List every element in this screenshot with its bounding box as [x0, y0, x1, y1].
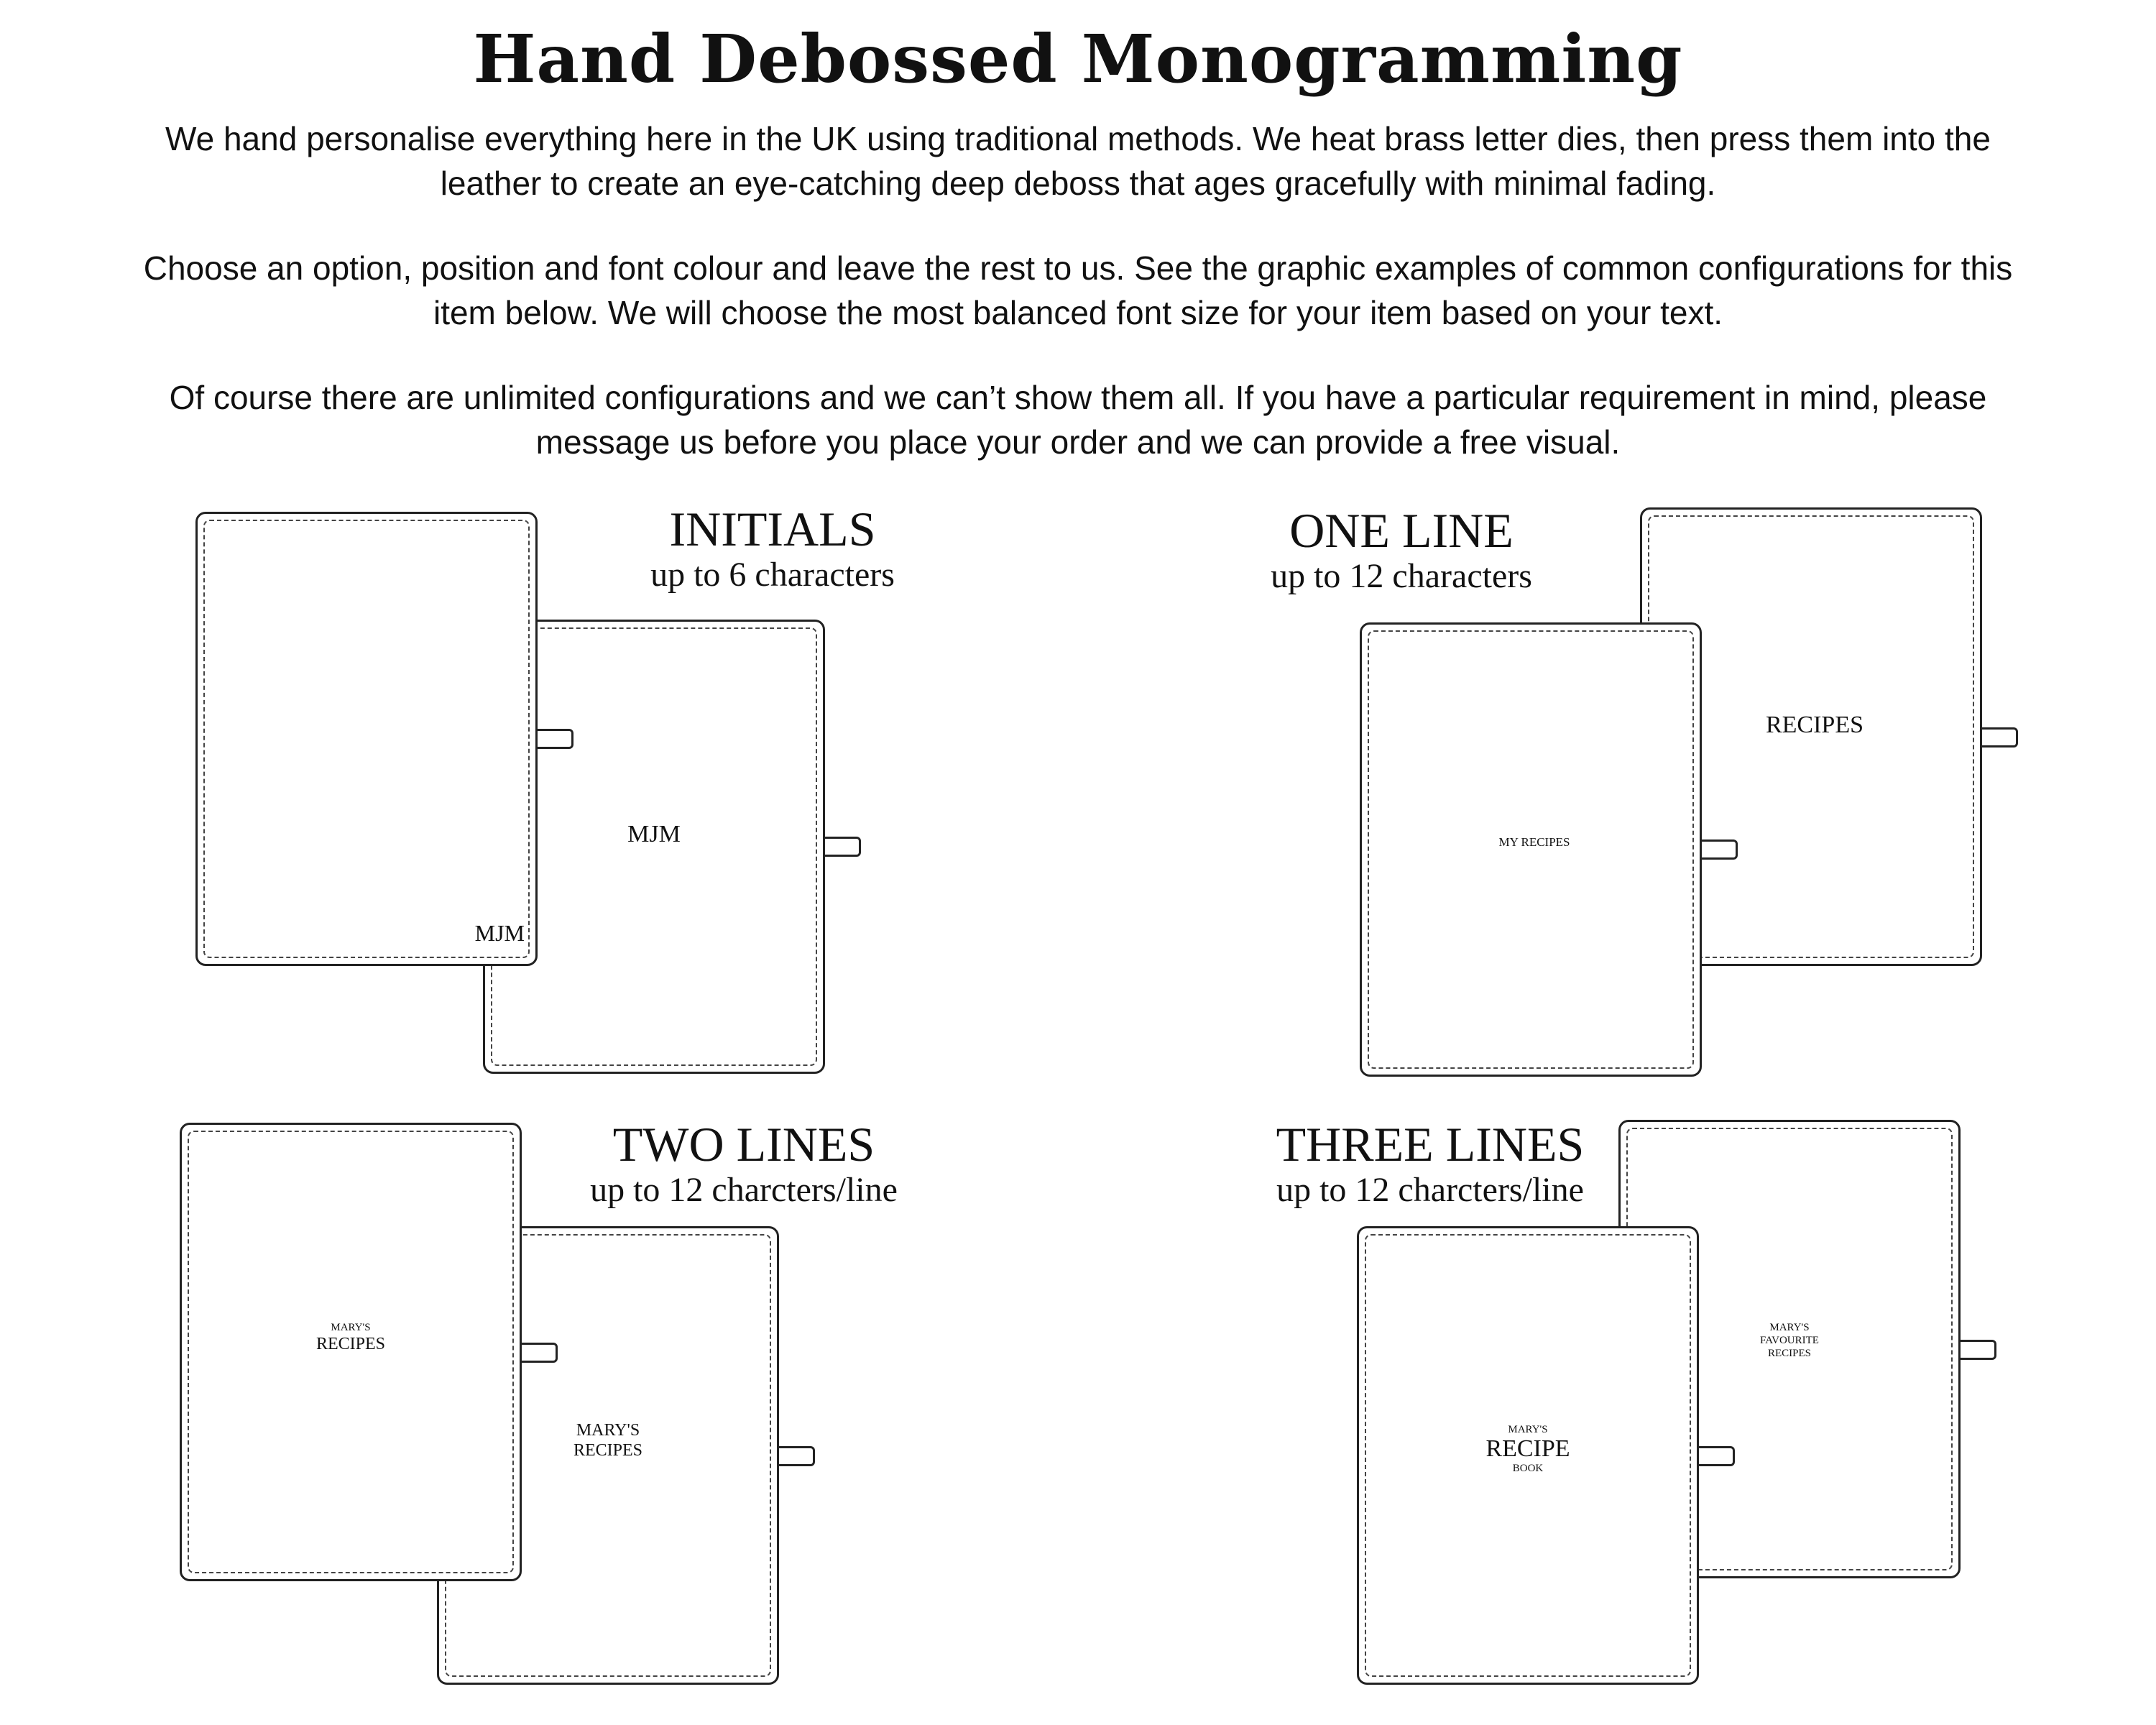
custom-paragraph: Of course there are unlimited configurat… — [169, 379, 1987, 461]
two-lines-front-monogram: MARY'S RECIPES — [315, 1322, 386, 1353]
two-lines-front-tab — [522, 1343, 558, 1363]
one-line-back-monogram: RECIPES — [1765, 712, 1864, 738]
three-lines-back-monogram: MARY'S FAVOURITE RECIPES — [1760, 1322, 1819, 1359]
initials-title: INITIALS — [669, 502, 876, 556]
one-line-subtitle: up to 12 characters — [1271, 557, 1532, 595]
one-line-front-monogram: MY RECIPES — [1498, 835, 1570, 849]
page-title: Hand Debossed Monogramming — [473, 20, 1683, 98]
one-line-back-tab — [1982, 727, 2018, 748]
initials-back-monogram: MJM — [627, 821, 681, 847]
one-line-title: ONE LINE — [1289, 503, 1514, 558]
two-lines-back-tab — [779, 1446, 815, 1466]
one-line-front-tab — [1702, 840, 1738, 860]
initials-back-tab — [825, 837, 861, 857]
two-lines-back-monogram: MARY'S RECIPES — [573, 1421, 643, 1460]
three-lines-title: THREE LINES — [1276, 1117, 1585, 1172]
intro-paragraph: We hand personalise everything here in t… — [165, 120, 1991, 202]
three-lines-front-tab — [1699, 1446, 1735, 1466]
initials-front-monogram: MJM — [474, 920, 525, 946]
options-paragraph: Choose an option, position and font colo… — [143, 249, 2013, 331]
initials-subtitle: up to 6 characters — [650, 556, 895, 594]
three-lines-front-cover — [1357, 1226, 1699, 1685]
initials-front-tab — [538, 729, 573, 749]
three-lines-front-monogram: MARY'S RECIPE BOOK — [1485, 1424, 1570, 1474]
initials-back-cover — [483, 620, 825, 1074]
three-lines-back-tab — [1961, 1340, 1996, 1360]
two-lines-subtitle: up to 12 charcters/line — [590, 1171, 898, 1209]
two-lines-front-cover — [180, 1123, 522, 1581]
three-lines-subtitle: up to 12 charcters/line — [1276, 1171, 1584, 1209]
initials-front-cover — [195, 512, 538, 966]
two-lines-title: TWO LINES — [612, 1117, 875, 1172]
one-line-front-cover — [1360, 622, 1702, 1077]
